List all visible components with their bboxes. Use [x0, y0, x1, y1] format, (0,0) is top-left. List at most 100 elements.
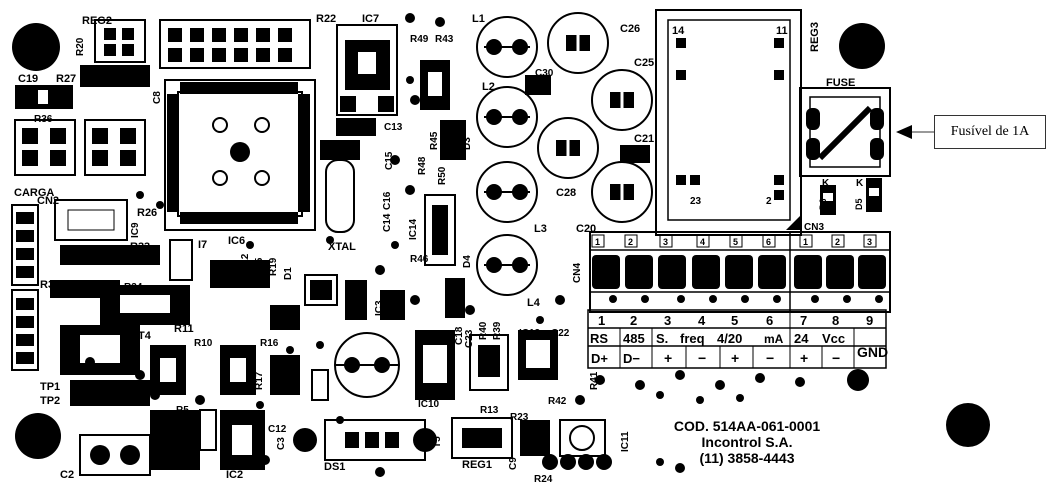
terminal-number-8: 8 — [832, 313, 839, 328]
header-pin-6: 6 — [766, 237, 771, 247]
ic9-chip — [54, 199, 128, 241]
label-c9: C9 — [508, 457, 519, 470]
label-xtal: XTAL — [328, 241, 356, 253]
label-tp1: TP1 — [40, 381, 60, 393]
label-pin-11: 11 — [776, 25, 788, 37]
label-pin-23: 23 — [690, 196, 702, 207]
header-pin-3: 3 — [663, 237, 668, 247]
label-r48: R48 — [417, 156, 428, 175]
terminal-gnd: GND — [857, 344, 888, 360]
terminal-sign-plus-1: + — [664, 350, 672, 366]
label-c3: C3 — [276, 437, 287, 450]
terminal-number-5: 5 — [731, 313, 738, 328]
mounting-hole-top-left — [12, 23, 60, 71]
label-r50: R50 — [437, 166, 448, 185]
label-r22: R22 — [316, 13, 336, 25]
label-ic6: IC6 — [228, 235, 245, 247]
power-module — [655, 9, 802, 236]
terminal-number-1: 1 — [598, 313, 605, 328]
label-l3: L3 — [534, 223, 547, 235]
label-r42: R42 — [548, 396, 567, 407]
label-c14: C14 — [382, 213, 393, 232]
label-r4: R4 — [140, 385, 151, 398]
terminal-sign-d-minus: D− — [623, 351, 640, 366]
label-cn4: CN4 — [572, 263, 583, 283]
label-c2: C2 — [60, 469, 74, 481]
terminal-function-s: S. — [656, 331, 668, 346]
label-r32: R32 — [40, 279, 60, 291]
label-ds1: DS1 — [324, 461, 345, 473]
diodes-d6-d5 — [820, 178, 882, 215]
silkscreen-labels: REG2 R20 R22 IC7 R49 R43 L1 C26 REG3 14 … — [14, 13, 864, 483]
label-r5: R5 — [176, 405, 189, 416]
board-footer: COD. 514AA-061-0001 Incontrol S.A. (11) … — [652, 418, 842, 466]
label-r39: R39 — [492, 321, 503, 340]
ic12-chip — [518, 330, 558, 380]
label-d6: D6 — [818, 198, 828, 210]
terminal-sign-d-plus: D+ — [591, 351, 608, 366]
label-reg1: REG1 — [462, 459, 492, 471]
label-d5: D5 — [854, 198, 864, 210]
terminal-function-24: 24 — [794, 331, 809, 346]
label-ic7: IC7 — [362, 13, 379, 25]
board-code: COD. 514AA-061-0001 — [673, 418, 821, 434]
label-ic11: IC11 — [620, 431, 631, 452]
middle-ic-blocks — [150, 239, 300, 470]
terminal-sign-plus-3: + — [800, 350, 808, 366]
label-c11: C11 — [62, 286, 80, 297]
label-cn3: CN3 — [804, 222, 824, 233]
terminal-number-2: 2 — [630, 313, 637, 328]
terminal-sign-minus-3: − — [832, 350, 840, 366]
fuse-block — [799, 87, 891, 177]
terminal-number-3: 3 — [664, 313, 671, 328]
label-c12: C12 — [268, 424, 287, 435]
label-reg3: REG3 — [809, 22, 821, 52]
label-c15: C15 — [384, 151, 395, 170]
label-i7: I7 — [198, 239, 207, 251]
label-c25: C25 — [634, 57, 654, 69]
label-c30: C30 — [535, 68, 554, 79]
label-ic10: IC10 — [418, 399, 440, 410]
label-l1: L1 — [472, 13, 485, 25]
label-r33: R33 — [130, 241, 150, 253]
label-r19: R19 — [268, 257, 279, 276]
cap-c19 — [15, 85, 73, 109]
mounting-hole-bottom-right — [946, 403, 990, 447]
terminal-legend — [587, 309, 887, 391]
terminal-number-9: 9 — [866, 313, 873, 328]
label-t5: T5 — [432, 436, 443, 448]
label-pin-2: 2 — [766, 196, 772, 207]
header-pin-cn3-2: 2 — [835, 237, 840, 247]
label-c18: C18 — [454, 326, 465, 345]
inductor-l2 — [476, 86, 538, 148]
label-tp2: TP2 — [40, 395, 60, 407]
terminal-function-485: 485 — [623, 331, 645, 346]
label-ic9: IC9 — [130, 222, 141, 238]
reg2-area — [80, 19, 150, 87]
cap-c31 — [334, 332, 400, 398]
label-r26: R26 — [137, 207, 157, 219]
label-k-d5: K — [856, 178, 864, 189]
label-r36: R36 — [34, 114, 53, 125]
label-r12: R12 — [240, 253, 251, 272]
label-t4: T4 — [138, 330, 152, 342]
cap-c26 — [547, 12, 609, 74]
label-c26: C26 — [620, 23, 640, 35]
label-r11: R11 — [174, 323, 194, 335]
label-d3: D3 — [462, 137, 473, 150]
fuse-callout: Fusível de 1A — [934, 115, 1046, 149]
label-r15: R15 — [254, 257, 265, 276]
label-r17: R17 — [254, 371, 265, 390]
terminal-number-7: 7 — [800, 313, 807, 328]
mounting-hole-top-right — [839, 23, 885, 69]
label-r13: R13 — [480, 405, 499, 416]
ds1-display — [293, 419, 437, 461]
ic11 — [542, 419, 612, 470]
ic6-chip — [164, 79, 316, 231]
terminal-number-4: 4 — [698, 313, 706, 328]
terminal-function-vcc: Vcc — [822, 331, 845, 346]
smd-near-inductors — [420, 60, 650, 318]
terminal-number-6: 6 — [766, 313, 773, 328]
label-c10: C10 — [354, 299, 365, 318]
